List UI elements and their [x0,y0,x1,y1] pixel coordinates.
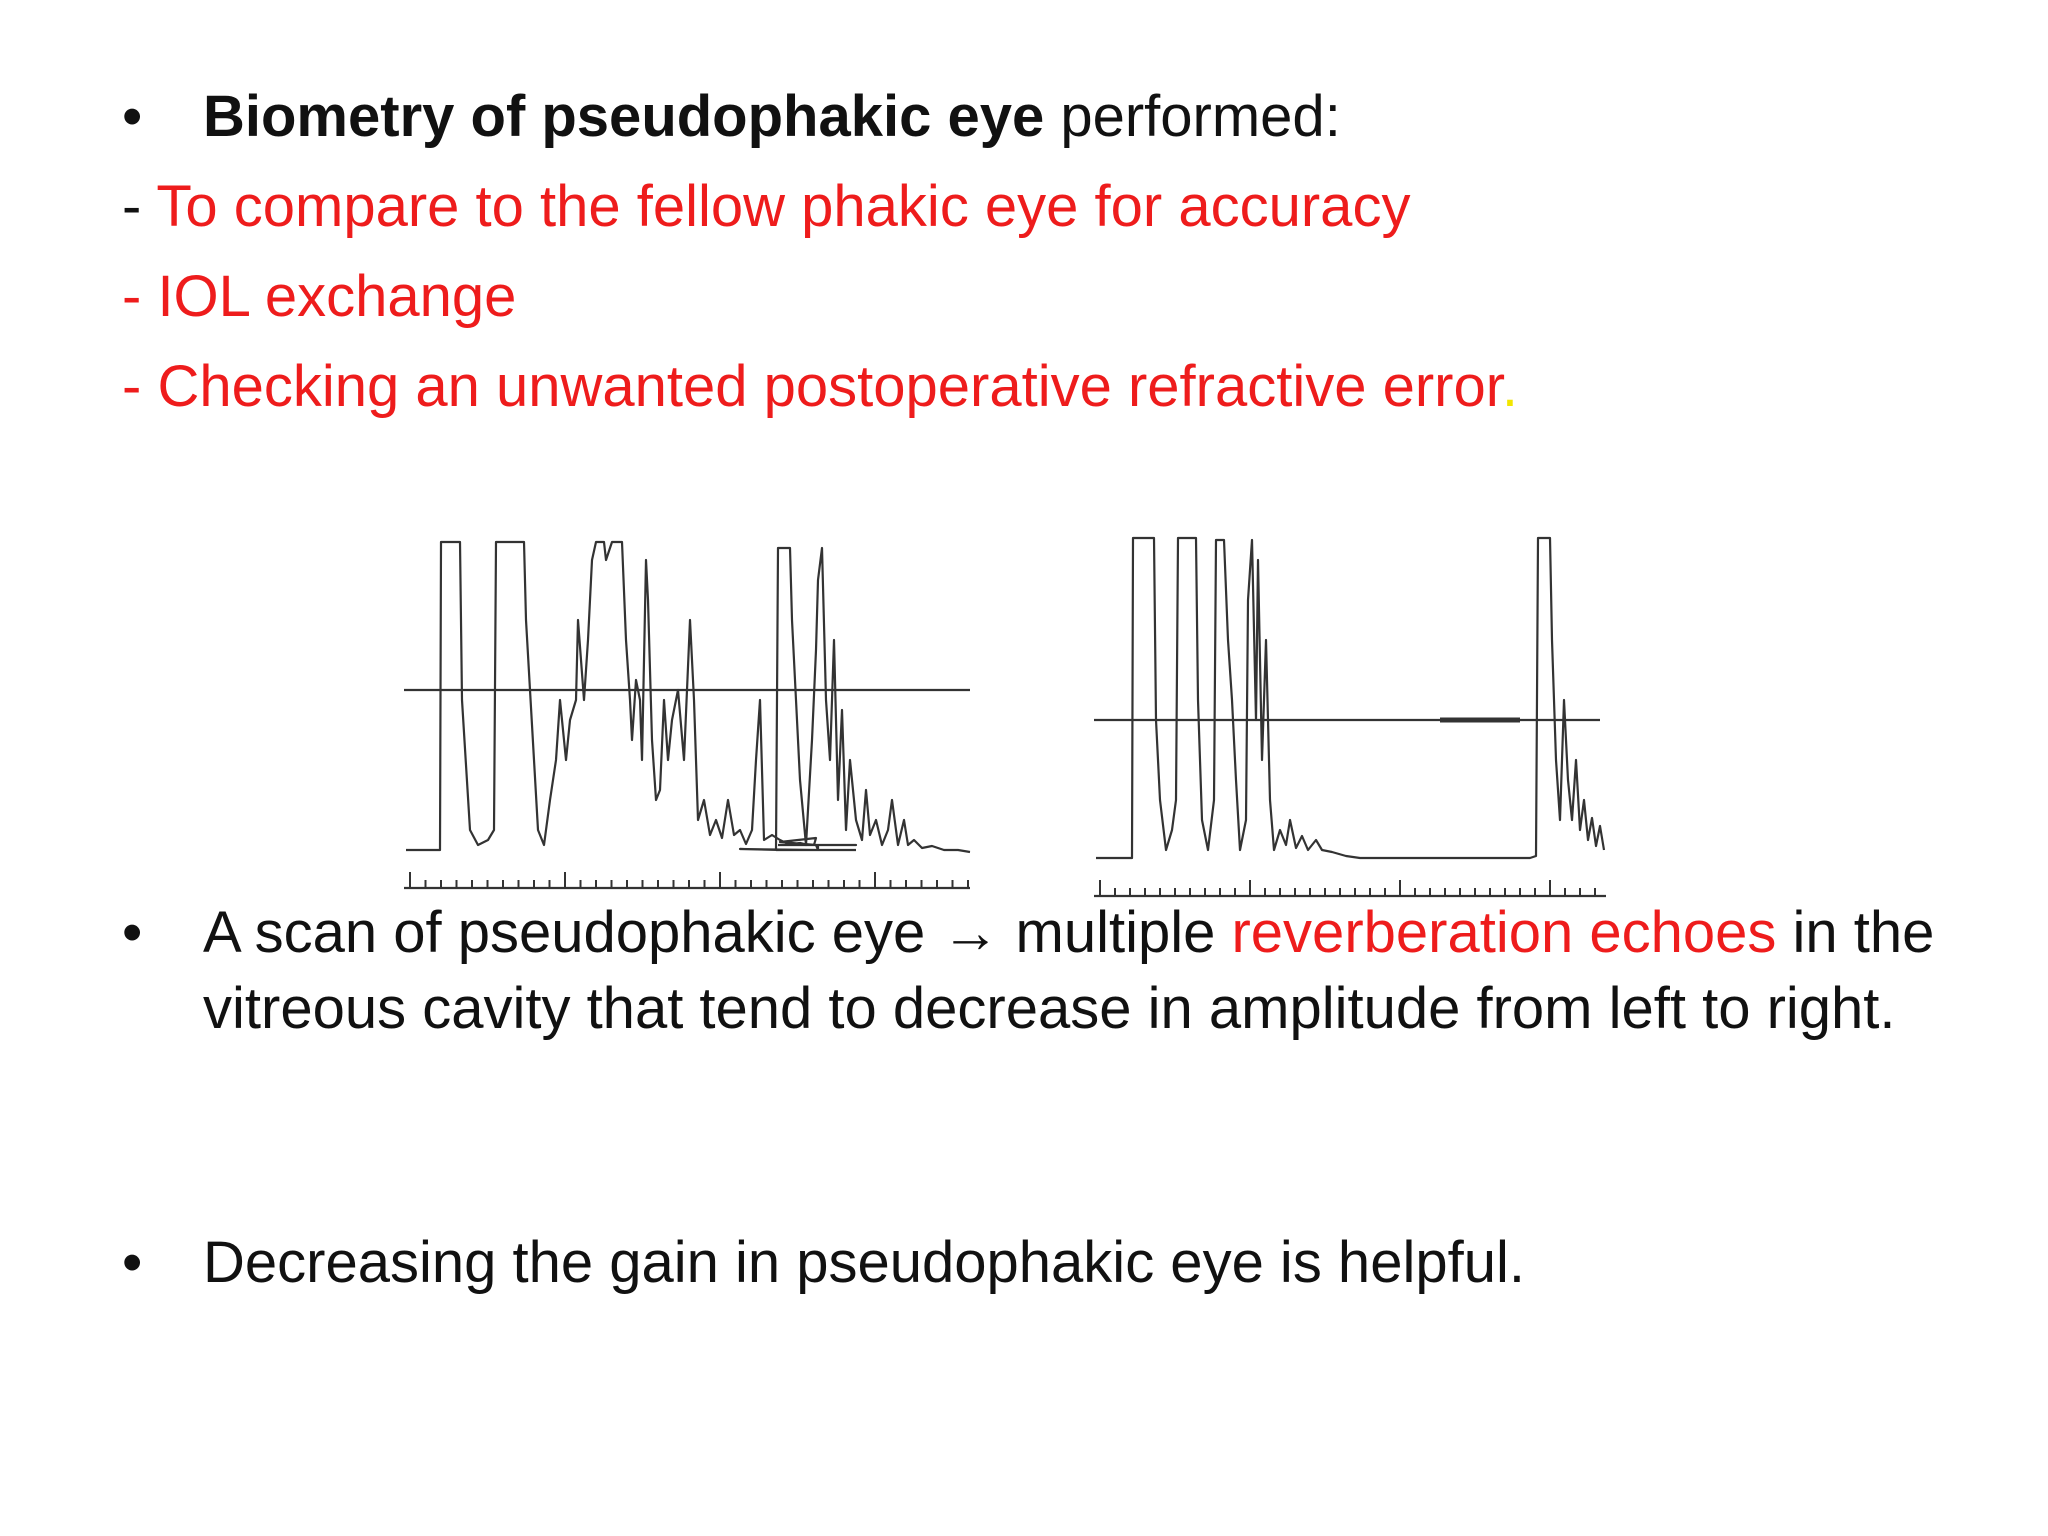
paragraph-highlight: reverberation echoes [1231,900,1777,965]
bullet-point: • [122,1230,143,1295]
a-scan-trace-phakic [404,540,971,890]
list-dash: - [122,174,157,239]
paragraph-gain: Decreasing the gain in pseudophakic eye … [203,1230,1525,1295]
scale-ticks [409,872,1596,896]
title-rest: performed: [1044,84,1341,149]
list-item-text: To compare to the fellow phakic eye for … [156,174,1411,239]
section-title: Biometry of pseudophakic eye performed: [203,88,1341,146]
title-bold: Biometry of pseudophakic eye [203,84,1045,149]
list-item: - To compare to the fellow phakic eye fo… [122,178,1410,236]
list-item-text: IOL exchange [157,264,517,329]
paragraph-text: A scan of pseudophakic eye → multiple [203,900,1232,965]
paragraph-text: in the vitreous cavity that tend to decr… [203,900,1935,1041]
a-scan-trace-pseudophakic [1094,536,1606,898]
list-dash: - [122,354,158,419]
trace-waveform [1096,536,1606,860]
trace-waveform [406,540,858,852]
list-item-trail: . [1501,354,1518,419]
list-item: - Checking an unwanted postoperative ref… [122,358,1518,416]
trace-waveform-posterior [774,546,971,854]
list-item-text: Checking an unwanted postoperative refra… [157,354,1502,419]
paragraph-reverberation: A scan of pseudophakic eye → multiple re… [203,895,2003,1047]
list-item: - IOL exchange [122,268,516,326]
list-dash: - [122,264,158,329]
bullet-point: • [122,84,143,149]
bullet-point: • [122,900,143,965]
